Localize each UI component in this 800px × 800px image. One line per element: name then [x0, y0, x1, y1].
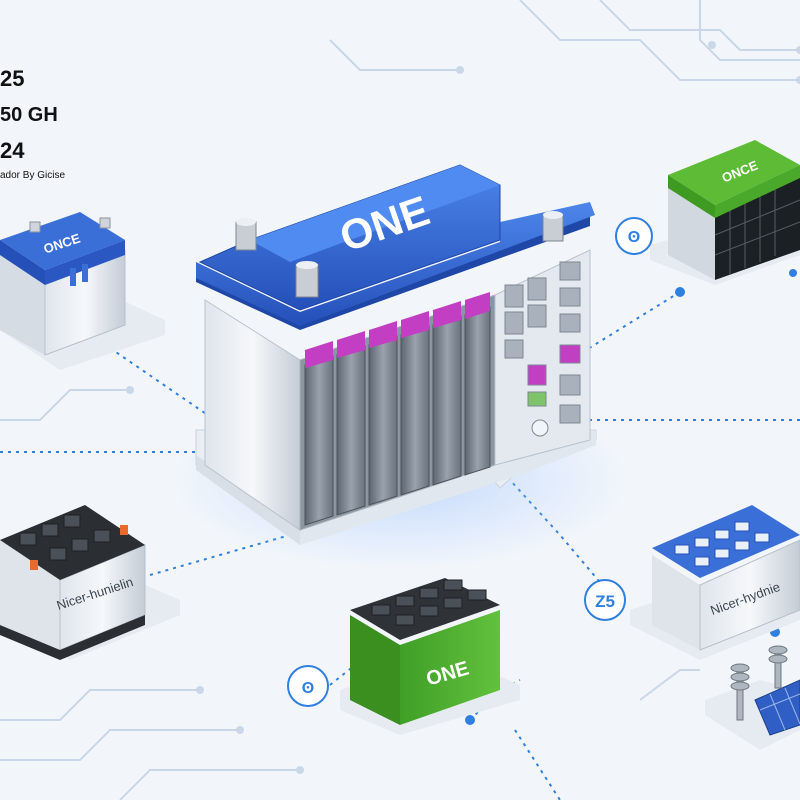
battery-top-right: ONCE	[650, 140, 800, 285]
battery-top-right-grid	[714, 187, 800, 274]
stat-line-2: 50 GH	[0, 104, 58, 126]
circuit-nodes	[126, 41, 800, 774]
battery-bottom-right-cells	[674, 521, 770, 567]
main-battery-panel	[504, 261, 581, 437]
main-battery: ONE	[195, 164, 597, 545]
stat-line-3: 24	[0, 138, 25, 163]
badge-right-mid-label: Z5	[595, 592, 615, 611]
main-battery-terminals	[235, 211, 564, 298]
insulator-left	[730, 663, 750, 721]
insulator-right	[768, 645, 788, 689]
battery-bottom-center: ONE	[340, 578, 520, 735]
badge-right-mid: Z5	[584, 579, 626, 621]
stat-caption: ador By Gicise	[0, 170, 66, 181]
main-battery-cell-caps	[305, 292, 490, 368]
solar-panel-cluster	[705, 645, 800, 750]
badge-right-top-icon: ʘ	[628, 229, 640, 246]
battery-top-left: ONCE	[0, 212, 165, 370]
main-battery-cells	[304, 306, 491, 526]
battery-bottom-left: Nicer-hunielin	[0, 505, 180, 660]
battery-bottom-right: Nicer-hydnie	[630, 505, 800, 660]
badge-right-top: ʘ	[615, 217, 653, 255]
badge-bottom-left: ʘ	[287, 665, 329, 707]
stat-line-1: 25	[0, 66, 25, 91]
battery-bottom-center-cells	[371, 579, 487, 626]
battery-bottom-left-cells	[19, 514, 111, 561]
badge-bottom-left-icon: ʘ	[302, 680, 314, 697]
